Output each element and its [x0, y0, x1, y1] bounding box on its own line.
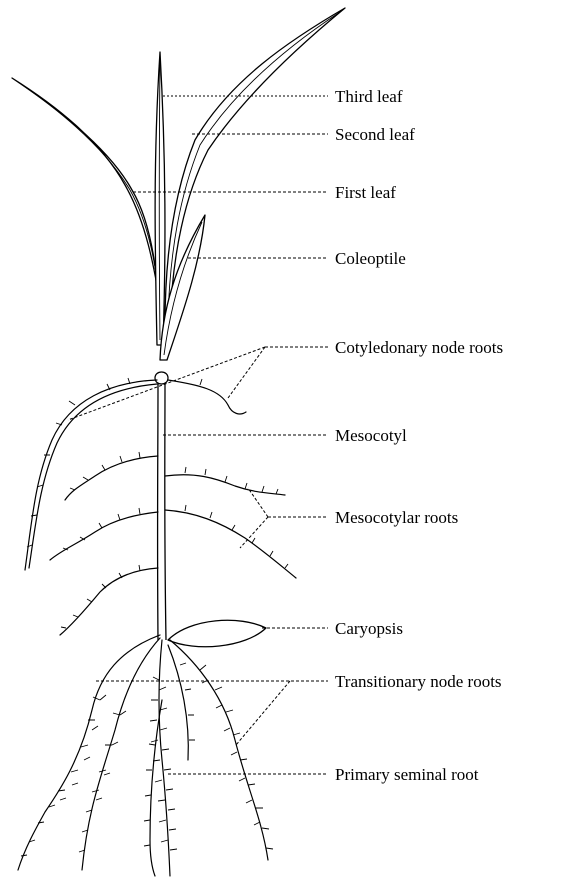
transitionary-root-far-left [18, 635, 160, 870]
label-primary-seminal-root: Primary seminal root [335, 765, 479, 784]
mesocotylar-root-left-1 [65, 456, 158, 500]
label-caryopsis: Caryopsis [335, 619, 403, 638]
mesocotylar-root-left-2 [50, 512, 158, 560]
first-leaf-blade [12, 78, 163, 325]
cotyledonary-root-right [168, 380, 246, 414]
mesocotylar-root-hairs [61, 452, 288, 628]
label-mesocotyl: Mesocotyl [335, 426, 407, 445]
cotyledonary-root-left-edge [29, 384, 157, 568]
label-transitionary-node-roots: Transitionary node roots [335, 672, 502, 691]
leader-mesocotylar-to-lower-root [240, 517, 268, 548]
cotyledonary-root-left [25, 380, 157, 570]
label-second-leaf: Second leaf [335, 125, 415, 144]
mesocotylar-root-left-3 [60, 568, 158, 635]
transitionary-root-right-inner [168, 645, 188, 760]
label-first-leaf: First leaf [335, 183, 396, 202]
cotyledonary-node [155, 372, 168, 384]
mesocotyl-stem-edge [165, 384, 166, 640]
leader-cotyledonary-to-right-root [228, 347, 265, 398]
primary-seminal-root-branch [150, 700, 162, 876]
seminal-root-hairs [21, 663, 273, 856]
label-mesocotylar-roots: Mesocotylar roots [335, 508, 458, 527]
transitionary-root-left [82, 638, 160, 870]
mesocotylar-root-right-2 [165, 510, 296, 578]
label-cotyledonary-node-roots: Cotyledonary node roots [335, 338, 503, 357]
leader-transitionary-to-right-root [236, 681, 290, 745]
transitionary-root-right [170, 640, 268, 860]
mesocotylar-root-right-1 [165, 475, 285, 495]
label-third-leaf: Third leaf [335, 87, 403, 106]
labels: Third leaf Second leaf First leaf Coleop… [335, 87, 503, 784]
leader-lines [68, 96, 328, 774]
caryopsis-seed [168, 620, 266, 646]
seedling-illustration [12, 8, 345, 876]
label-coleoptile: Coleoptile [335, 249, 406, 268]
first-leaf-midrib [18, 82, 161, 318]
seminal-root-system [18, 635, 273, 876]
